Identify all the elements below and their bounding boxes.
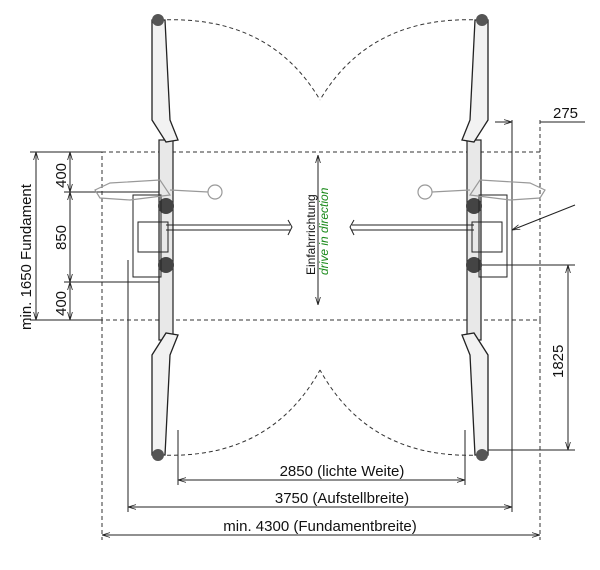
installation-width-label: 3750 (Aufstellbreite) [275, 490, 409, 507]
lower-segment-label: 400 [53, 291, 70, 316]
middle-segment-label: 850 [53, 225, 70, 250]
left-lift-column [94, 14, 223, 461]
foundation-length-label: min. 1650 Fundament [18, 183, 35, 330]
crossbar [166, 219, 474, 236]
offset-right-label: 275 [553, 105, 578, 122]
drive-direction-label-de: Einfahrrichtung [304, 194, 318, 275]
foundation-width-label: min. 4300 (Fundamentbreite) [223, 518, 416, 535]
foundation-outline [101, 151, 541, 321]
upper-segment-label: 400 [53, 163, 70, 188]
arm-reach-label: 1825 [550, 345, 567, 378]
drive-direction-label-en: drive in direction [317, 187, 331, 275]
right-lift-column [417, 14, 576, 461]
extension-lines [30, 120, 575, 540]
clear-width-label: 2850 (lichte Weite) [280, 463, 405, 480]
